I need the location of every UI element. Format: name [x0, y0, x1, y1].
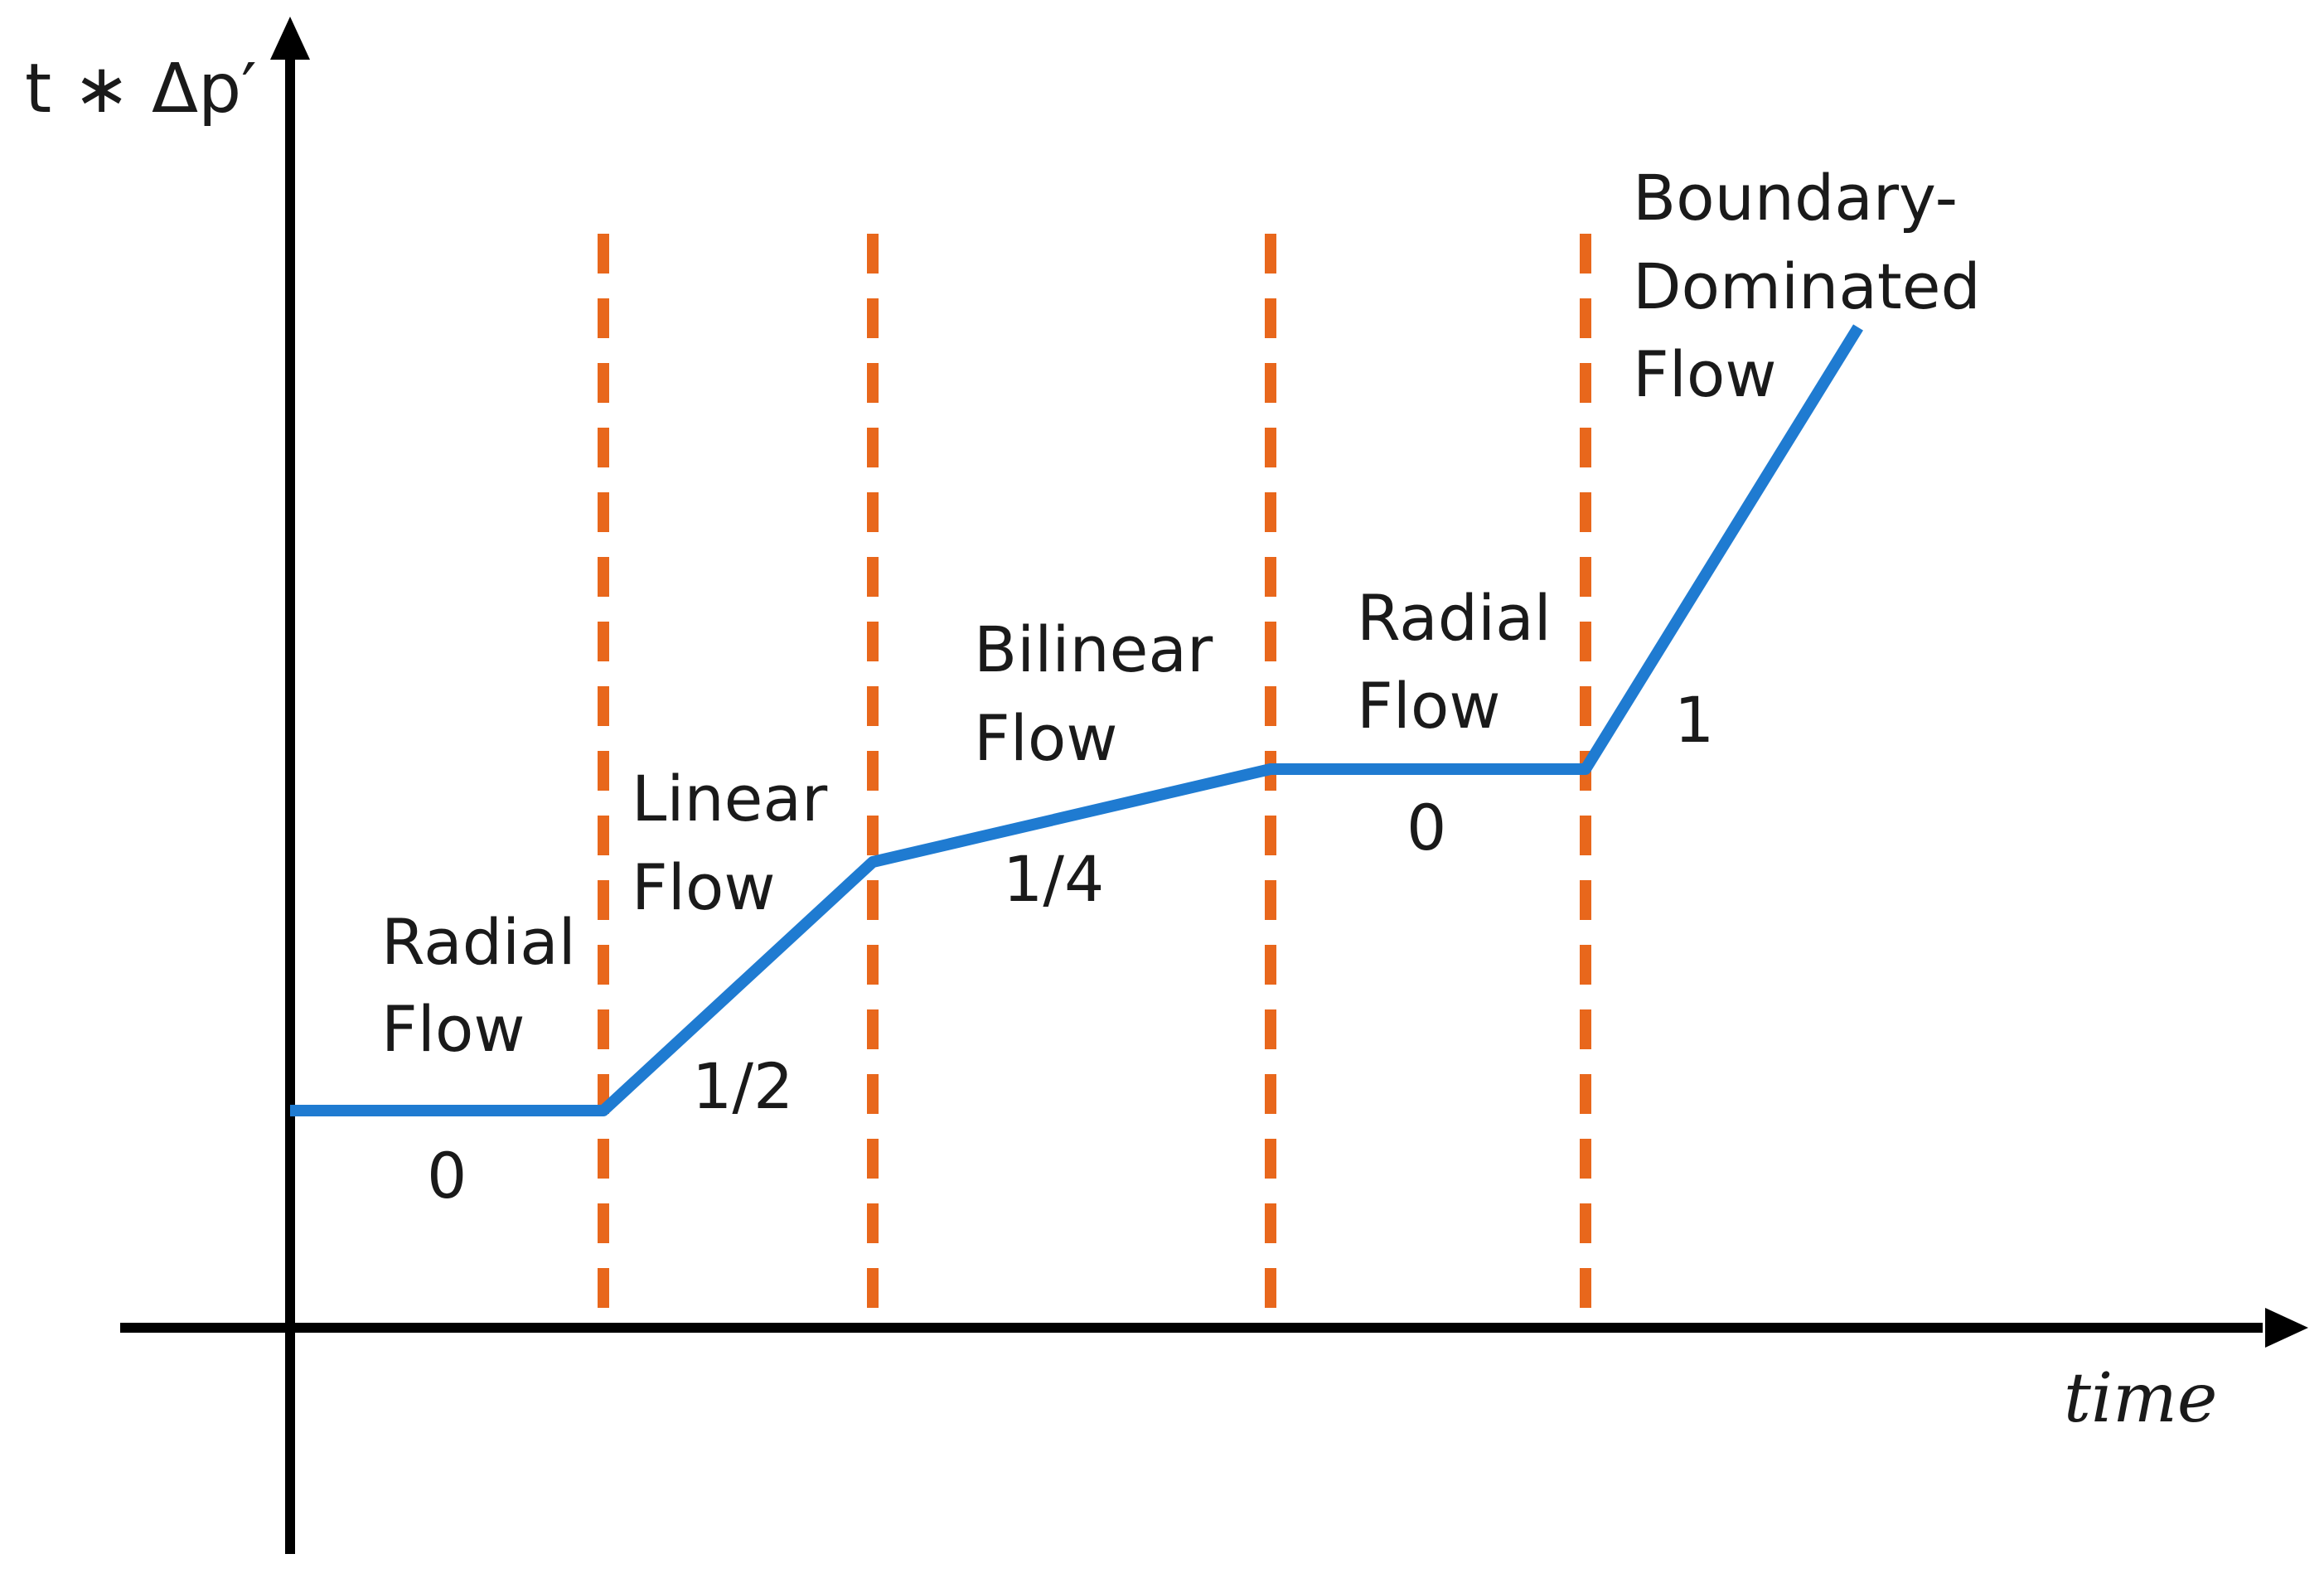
x-axis-arrowhead — [2265, 1308, 2308, 1348]
slope-label: 1/2 — [692, 1049, 793, 1123]
regime-bilinear-flow: Bilinear Flow 1/4 — [974, 612, 1213, 916]
y-axis-label: t ∗ Δp′ — [25, 50, 257, 128]
regime-radial-flow-early: Radial Flow 0 — [381, 905, 576, 1213]
regime-boundary-dominated-flow: Boundary- Dominated Flow 1 — [1633, 161, 1981, 757]
regime-label-line: Flow — [632, 850, 776, 924]
regime-label-line: Radial — [381, 905, 576, 979]
derivative-curve — [290, 324, 1863, 1116]
regime-label-line: Linear — [632, 762, 828, 835]
regime-label-line: Flow — [974, 701, 1118, 775]
regime-dividers — [598, 234, 1591, 1328]
slope-label: 1 — [1674, 683, 1714, 757]
slope-label: 1/4 — [1003, 842, 1104, 916]
regime-label-line: Flow — [1633, 337, 1777, 411]
slope-label: 0 — [427, 1139, 467, 1213]
regime-label-line: Flow — [1357, 669, 1501, 743]
regime-label-line: Bilinear — [974, 612, 1213, 686]
regime-radial-flow-late: Radial Flow 0 — [1357, 581, 1552, 864]
x-axis-label: time — [2064, 1359, 2217, 1438]
regime-label-line: Radial — [1357, 581, 1552, 655]
regime-label-line: Dominated — [1633, 249, 1981, 323]
regime-label-line: Boundary- — [1633, 161, 1958, 235]
slope-label: 0 — [1407, 791, 1446, 864]
regime-label-line: Flow — [381, 992, 525, 1066]
regime-linear-flow: Linear Flow 1/2 — [632, 762, 828, 1123]
y-axis-arrowhead — [270, 17, 310, 60]
axes — [120, 17, 2308, 1554]
